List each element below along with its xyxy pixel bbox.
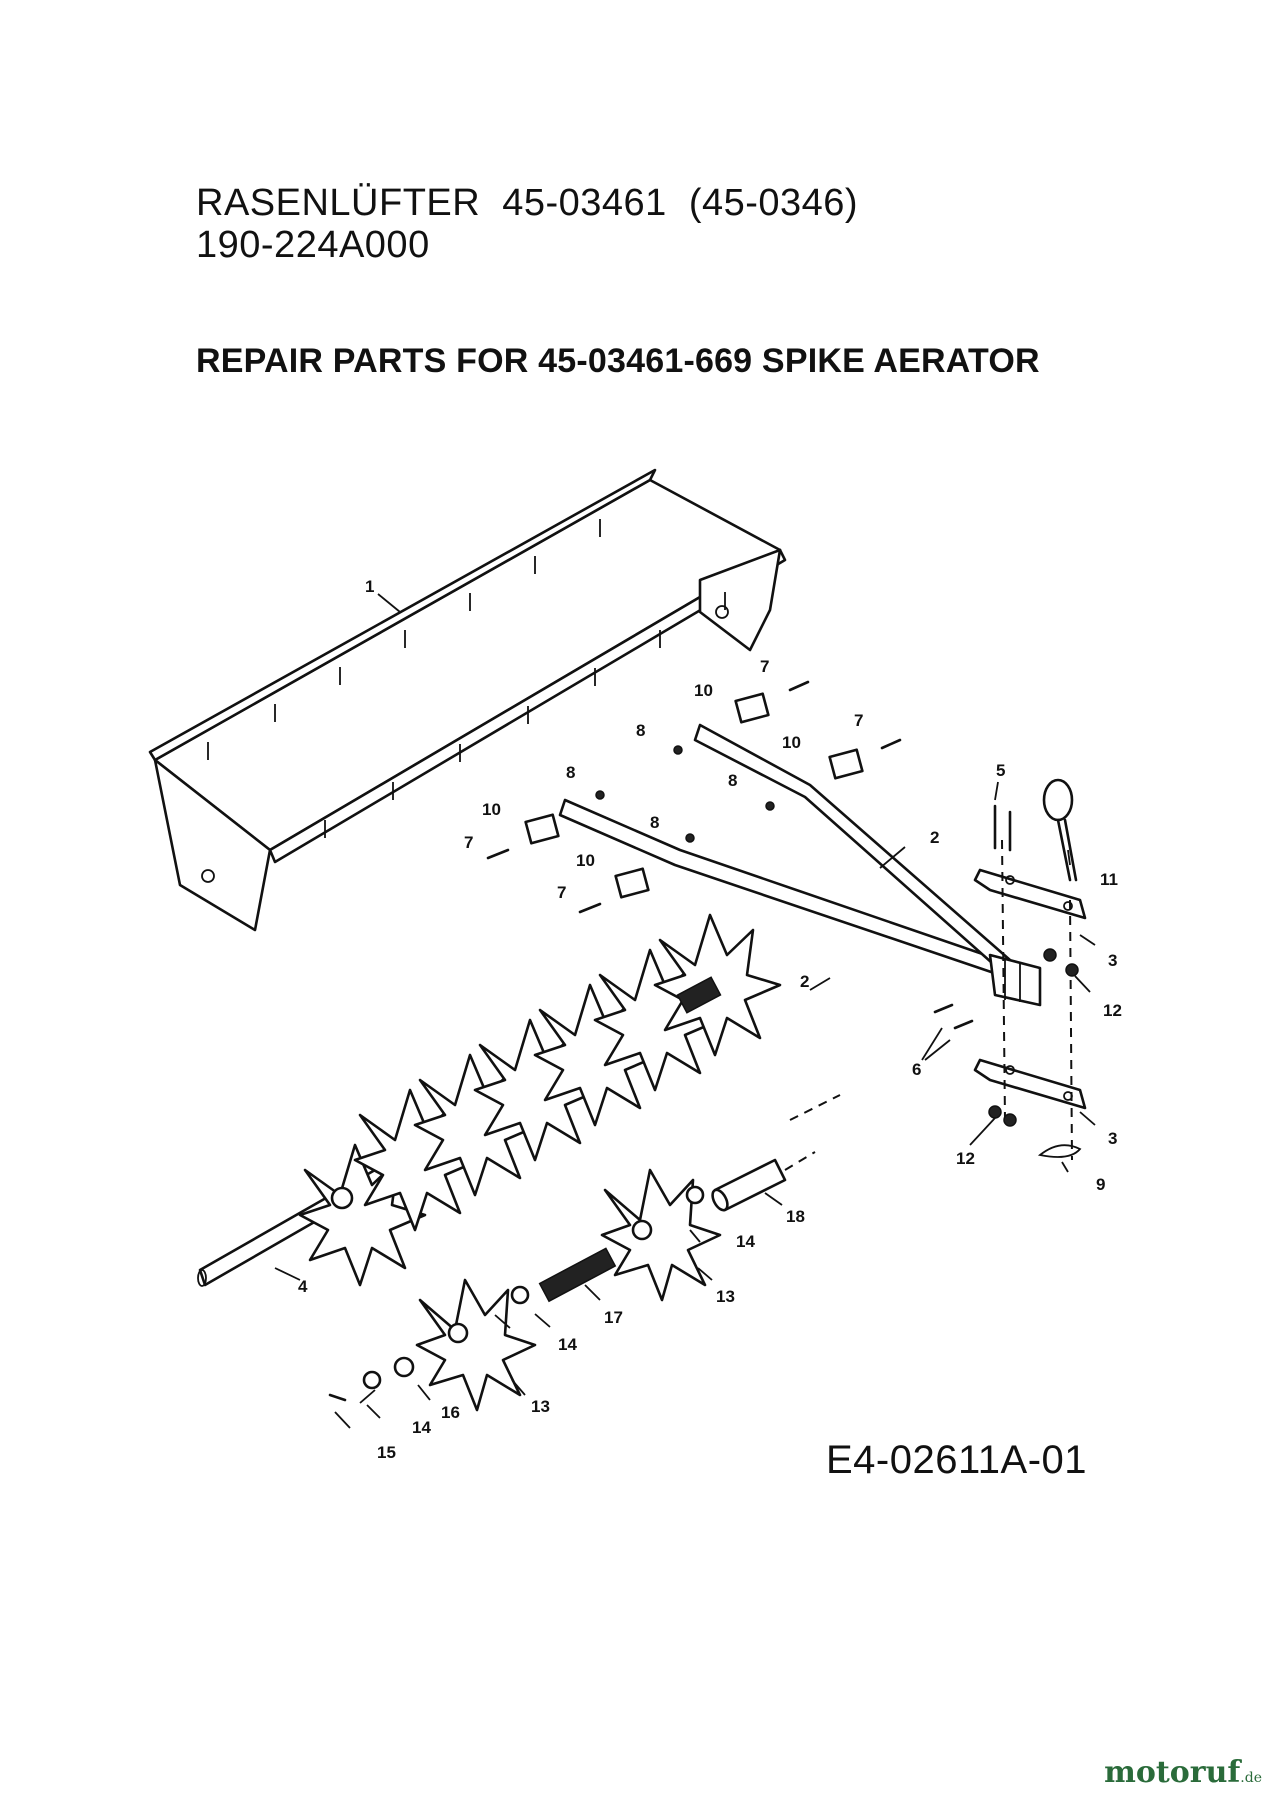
callout-13: 13 xyxy=(531,1397,550,1416)
part-spike-drum xyxy=(197,913,782,1287)
callout-10: 10 xyxy=(694,681,713,700)
callout-1: 1 xyxy=(365,577,374,596)
callout-13: 13 xyxy=(716,1287,735,1306)
callout-numbers: 1 2 2 3 3 4 5 6 7 7 7 7 8 8 8 8 9 10 10 … xyxy=(298,577,1122,1462)
callout-3: 3 xyxy=(1108,951,1117,970)
callout-16: 16 xyxy=(441,1403,460,1422)
callout-17: 17 xyxy=(604,1308,623,1327)
part-loose-wheels xyxy=(328,1151,816,1412)
callout-6: 6 xyxy=(912,1060,921,1079)
callout-15: 15 xyxy=(377,1443,396,1462)
callout-7: 7 xyxy=(760,657,769,676)
callout-8: 8 xyxy=(636,721,645,740)
part-weight-tray xyxy=(148,468,787,932)
alignment-lines xyxy=(789,839,1073,1161)
part-hardware xyxy=(486,680,1082,1158)
part-hitch-pin xyxy=(1042,778,1078,882)
callout-7: 7 xyxy=(854,711,863,730)
callout-12: 12 xyxy=(1103,1001,1122,1020)
watermark-tld: .de xyxy=(1240,1770,1262,1786)
callout-8: 8 xyxy=(566,763,575,782)
drawing-number: 190-224A000 xyxy=(196,224,430,266)
callout-10: 10 xyxy=(576,851,595,870)
callout-2: 2 xyxy=(800,972,809,991)
callout-9: 9 xyxy=(1096,1175,1105,1194)
repair-parts-title: REPAIR PARTS FOR 45-03461-669 SPIKE AERA… xyxy=(196,342,1040,380)
callout-14: 14 xyxy=(558,1335,577,1354)
callout-11: 11 xyxy=(1100,870,1118,889)
watermark-brand: motoruf xyxy=(1104,1755,1241,1790)
callout-10: 10 xyxy=(782,733,801,752)
callout-12: 12 xyxy=(956,1149,975,1168)
callout-14: 14 xyxy=(412,1418,431,1437)
part-hitch-plates xyxy=(973,868,1087,1110)
callout-5: 5 xyxy=(996,761,1005,780)
page-title: RASENLÜFTER 45-03461 (45-0346) xyxy=(196,182,880,225)
callout-10: 10 xyxy=(482,800,501,819)
model-name: RASENLÜFTER xyxy=(196,182,481,224)
callout-14: 14 xyxy=(736,1232,755,1251)
part-hitch-bars xyxy=(558,723,1042,1007)
model-number: 45-03461 xyxy=(502,182,667,224)
callout-7: 7 xyxy=(557,883,566,902)
callout-leaders xyxy=(274,593,1096,1429)
watermark-logo: motoruf.de xyxy=(1104,1755,1262,1790)
alt-model-number: (45-0346) xyxy=(688,182,859,224)
callout-8: 8 xyxy=(650,813,659,832)
callout-7: 7 xyxy=(464,833,473,852)
callout-4: 4 xyxy=(298,1277,308,1296)
diagram-code: E4-02611A-01 xyxy=(826,1438,1087,1482)
callout-2: 2 xyxy=(930,828,939,847)
callout-8: 8 xyxy=(728,771,737,790)
callout-3: 3 xyxy=(1108,1129,1117,1148)
callout-18: 18 xyxy=(786,1207,805,1226)
